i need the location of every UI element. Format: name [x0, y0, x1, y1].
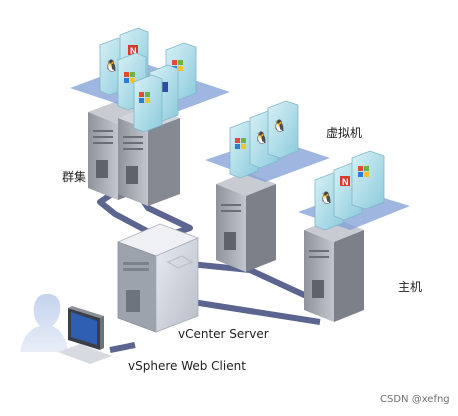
right-vm-3 [351, 150, 385, 210]
windows-icon [358, 166, 369, 177]
watermark: CSDN @xefng [380, 394, 450, 405]
linux-icon: 🐧 [254, 131, 269, 145]
host-middle-vms: 🐧 🐧 [229, 100, 299, 179]
mid-vm-3: 🐧 [267, 100, 299, 159]
linux-icon: 🐧 [319, 191, 334, 205]
label-vsphere-web-client: vSphere Web Client [128, 359, 246, 373]
cluster-vm-6 [133, 74, 163, 133]
linux-icon: 🐧 [104, 59, 119, 73]
label-host: 主机 [398, 280, 423, 294]
cluster-vms: 🐧 N [99, 27, 197, 133]
novell-icon [128, 45, 138, 55]
svg-text:N: N [130, 46, 137, 56]
host-right [304, 218, 364, 322]
desk [58, 344, 112, 364]
novell-icon [340, 176, 350, 186]
host-middle [216, 172, 276, 272]
host-right-vms: 🐧 N [314, 150, 385, 231]
vcenter-server [116, 223, 200, 333]
svg-text:N: N [342, 177, 349, 187]
windows-icon [235, 138, 246, 149]
link-vcenter-bottom [179, 297, 321, 325]
label-vcenter-server: vCenter Server [178, 327, 269, 341]
vsphere-client [20, 293, 112, 364]
windows-icon [124, 72, 135, 83]
windows-icon [139, 92, 150, 103]
linux-icon: 🐧 [272, 119, 287, 133]
link-client [109, 342, 136, 353]
label-cluster: 群集 [62, 170, 87, 184]
user-figure [20, 293, 68, 352]
label-virtual-machine: 虚拟机 [326, 126, 363, 140]
